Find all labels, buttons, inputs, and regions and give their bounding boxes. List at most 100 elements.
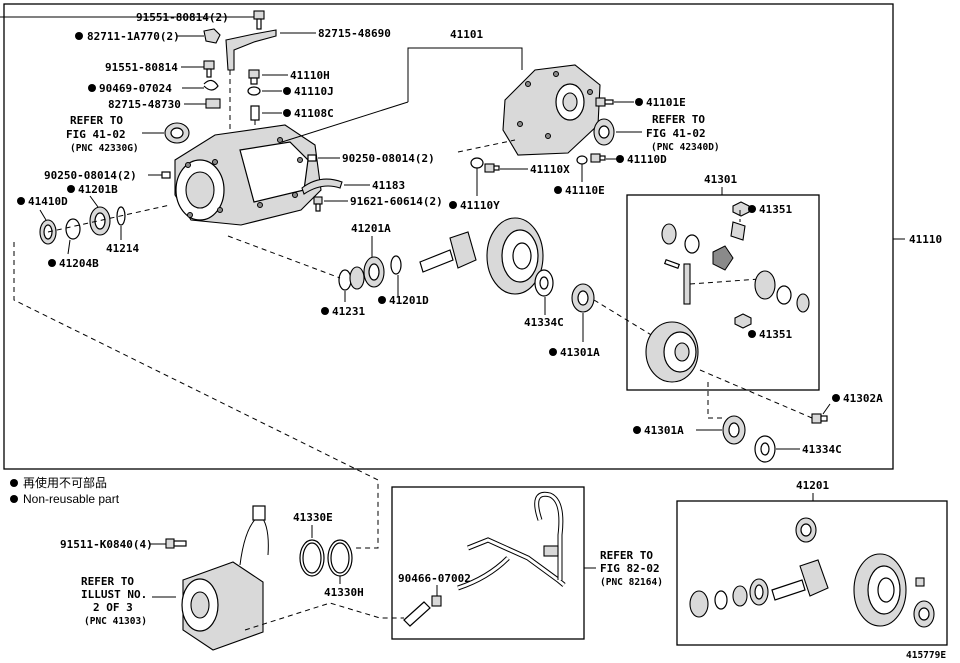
bolt-41101e-icon xyxy=(595,97,614,107)
gasket-41110e-icon xyxy=(576,155,588,165)
non-reusable-mark xyxy=(633,426,641,434)
non-reusable-mark xyxy=(748,205,756,213)
non-reusable-mark xyxy=(283,109,291,117)
bolt-91551-icon xyxy=(253,10,265,30)
diff-pinion-icon xyxy=(712,245,734,271)
label-41302a: 41302A xyxy=(843,392,883,405)
label-41183: 41183 xyxy=(372,179,405,192)
label-82715-48730: 82715-48730 xyxy=(108,98,181,111)
harness-frame xyxy=(391,486,585,640)
label-41301: 41301 xyxy=(704,173,737,186)
non-reusable-mark xyxy=(67,185,75,193)
label-41334c-a: 41334C xyxy=(524,316,564,329)
plug-41110x-icon xyxy=(484,163,500,173)
ref-fig-41-02-a-line3: (PNC 42330G) xyxy=(70,143,139,154)
actuator-motor-icon xyxy=(181,505,269,651)
carrier-housing-icon xyxy=(174,124,322,226)
ref-fig-41-02-a-line2: FIG 41-02 xyxy=(66,128,126,141)
legend-bullet-en xyxy=(10,495,18,503)
label-41110e: 41110E xyxy=(565,184,605,197)
label-41231: 41231 xyxy=(332,305,365,318)
gear-kit-frame xyxy=(676,500,948,646)
ref-fig-82-02-line1: REFER TO xyxy=(600,549,653,562)
non-reusable-mark xyxy=(748,330,756,338)
label-41101e: 41101E xyxy=(646,96,686,109)
side-gear-b-icon xyxy=(754,270,776,300)
label-41214: 41214 xyxy=(106,242,139,255)
label-41351-a: 41351 xyxy=(759,203,792,216)
label-41351-b: 41351 xyxy=(759,328,792,341)
pin-icon xyxy=(663,258,681,270)
assembly-line xyxy=(689,278,761,285)
assembly-line xyxy=(227,235,341,279)
side-gear-icon xyxy=(730,221,746,241)
seal-41231-icon xyxy=(338,269,352,291)
bolt-41302a-icon xyxy=(811,413,828,424)
assembly-line xyxy=(457,139,516,153)
leader-41201b xyxy=(89,195,99,208)
leader-41101 xyxy=(407,47,523,102)
label-41110d: 41110D xyxy=(627,153,667,166)
ref-illust-2-of-3-line4: (PNC 41303) xyxy=(84,616,147,627)
non-reusable-mark xyxy=(832,394,840,402)
ref-fig-41-02-b-line2: FIG 41-02 xyxy=(646,127,706,140)
non-reusable-mark xyxy=(17,197,25,205)
label-82715-48690: 82715-48690 xyxy=(318,27,391,40)
plug-90250-left-icon xyxy=(161,171,171,179)
pinion-gear-icon xyxy=(661,223,677,245)
ref-fig-41-02-b-line3: (PNC 42340D) xyxy=(651,142,720,153)
bolt-91621-icon xyxy=(313,196,323,212)
label-90469-07024: 90469-07024 xyxy=(99,82,172,95)
spacer-41201d-icon xyxy=(390,255,402,275)
pinion-shaft-icon xyxy=(419,231,477,273)
bolt-91511-icon xyxy=(165,538,187,549)
non-reusable-mark xyxy=(378,296,386,304)
ref-illust-2-of-3-line1: REFER TO xyxy=(81,575,134,588)
differential-cover-icon xyxy=(502,64,601,156)
label-41204b: 41204B xyxy=(59,257,99,270)
non-reusable-mark xyxy=(635,98,643,106)
label-41334c-b: 41334C xyxy=(802,443,842,456)
bracket-82715-48730-icon xyxy=(205,98,221,109)
clamp-90466-icon xyxy=(431,595,442,607)
label-41201d: 41201D xyxy=(389,294,429,307)
label-41330h: 41330H xyxy=(324,586,364,599)
plug-41110h-icon xyxy=(248,69,260,85)
bolt-91551-b-icon xyxy=(203,60,215,78)
label-91551-80814: 91551-80814 xyxy=(105,61,178,74)
non-reusable-mark xyxy=(321,307,329,315)
washer-icon xyxy=(684,234,700,254)
shaft-icon xyxy=(683,263,691,305)
assembly-line xyxy=(593,299,654,337)
label-41301a-a: 41301A xyxy=(560,346,600,359)
label-90250-left: 90250-08014(2) xyxy=(44,169,137,182)
main-assembly-frame xyxy=(3,3,894,470)
differential-case-icon xyxy=(645,321,699,383)
ring-gear-icon xyxy=(486,217,544,295)
leader-41410d xyxy=(39,209,47,221)
label-91621: 91621-60614(2) xyxy=(350,195,443,208)
label-41410d: 41410D xyxy=(28,195,68,208)
leader-41204b xyxy=(67,239,71,255)
assembly-line xyxy=(707,382,722,419)
assembly-line xyxy=(699,369,813,419)
assembly-line xyxy=(244,602,404,631)
plate-41183-icon xyxy=(301,178,343,195)
legend-text-en: Non-reusable part xyxy=(23,492,120,506)
plug-41110d-icon xyxy=(590,153,606,163)
ref-illust-2-of-3-line3: 2 OF 3 xyxy=(93,601,133,614)
ref-fig-82-02-line3: (PNC 82164) xyxy=(600,577,663,588)
breather-41108c-icon xyxy=(250,105,260,121)
non-reusable-mark xyxy=(554,186,562,194)
non-reusable-mark xyxy=(449,201,457,209)
assembly-line xyxy=(47,204,171,233)
label-41101: 41101 xyxy=(450,28,483,41)
bracket-82715-48690-icon xyxy=(225,29,277,71)
label-41110: 41110 xyxy=(909,233,942,246)
leader-41101-housing xyxy=(281,101,409,143)
label-41110x: 41110X xyxy=(530,163,570,176)
label-41330e: 41330E xyxy=(293,511,333,524)
washer-c-icon xyxy=(796,293,810,313)
label-41110h: 41110H xyxy=(290,69,330,82)
non-reusable-mark xyxy=(616,155,624,163)
